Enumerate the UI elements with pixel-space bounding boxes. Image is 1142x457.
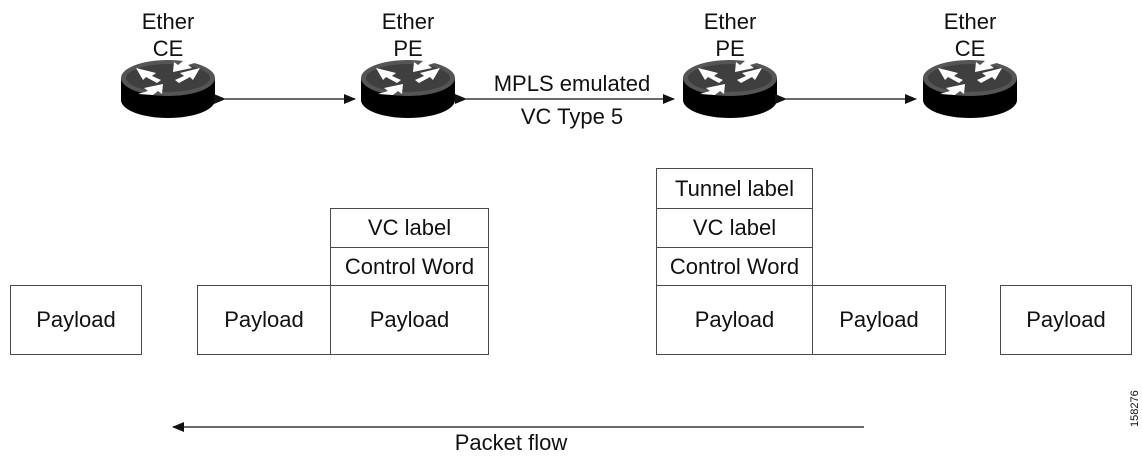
router-3-title: Ether PE (675, 8, 785, 62)
figure-id: 158276 (1129, 390, 1141, 427)
router-icon (121, 60, 215, 118)
packet-stage-6-payload: Payload (1000, 285, 1132, 355)
mpls-label-top: MPLS emulated (493, 71, 651, 96)
router-icon (361, 60, 455, 118)
mpls-label-bottom: VC Type 5 (520, 104, 624, 129)
packet-stage-4-payload: Payload (656, 285, 813, 355)
router-icon (683, 60, 777, 118)
router-2-title: Ether PE (353, 8, 463, 62)
packet-stage-2-payload: Payload (197, 285, 331, 355)
packet-stage-5-payload: Payload (812, 285, 946, 355)
packet-flow-label: Packet flow (454, 430, 568, 455)
router-3-line1: Ether (703, 9, 757, 34)
router-3-line2: PE (715, 36, 745, 61)
router-1-line1: Ether (141, 9, 195, 34)
packet-stage-4-tunnel-label: Tunnel label (656, 168, 813, 209)
router-2-line1: Ether (381, 9, 435, 34)
router-icon (923, 60, 1017, 118)
router-1-line2: CE (152, 36, 184, 61)
packet-stage-4-vc-label: VC label (656, 208, 813, 248)
packet-stage-1-payload: Payload (10, 285, 142, 355)
router-2-line2: PE (393, 36, 423, 61)
packet-stage-3-control-word: Control Word (330, 247, 489, 286)
packet-stage-3-vc-label: VC label (330, 208, 489, 248)
router-1-title: Ether CE (113, 8, 223, 62)
router-4-line2: CE (954, 36, 986, 61)
router-4-line1: Ether (943, 9, 997, 34)
packet-stage-4-control-word: Control Word (656, 247, 813, 286)
packet-stage-3-payload: Payload (330, 285, 489, 355)
router-4-title: Ether CE (915, 8, 1025, 62)
